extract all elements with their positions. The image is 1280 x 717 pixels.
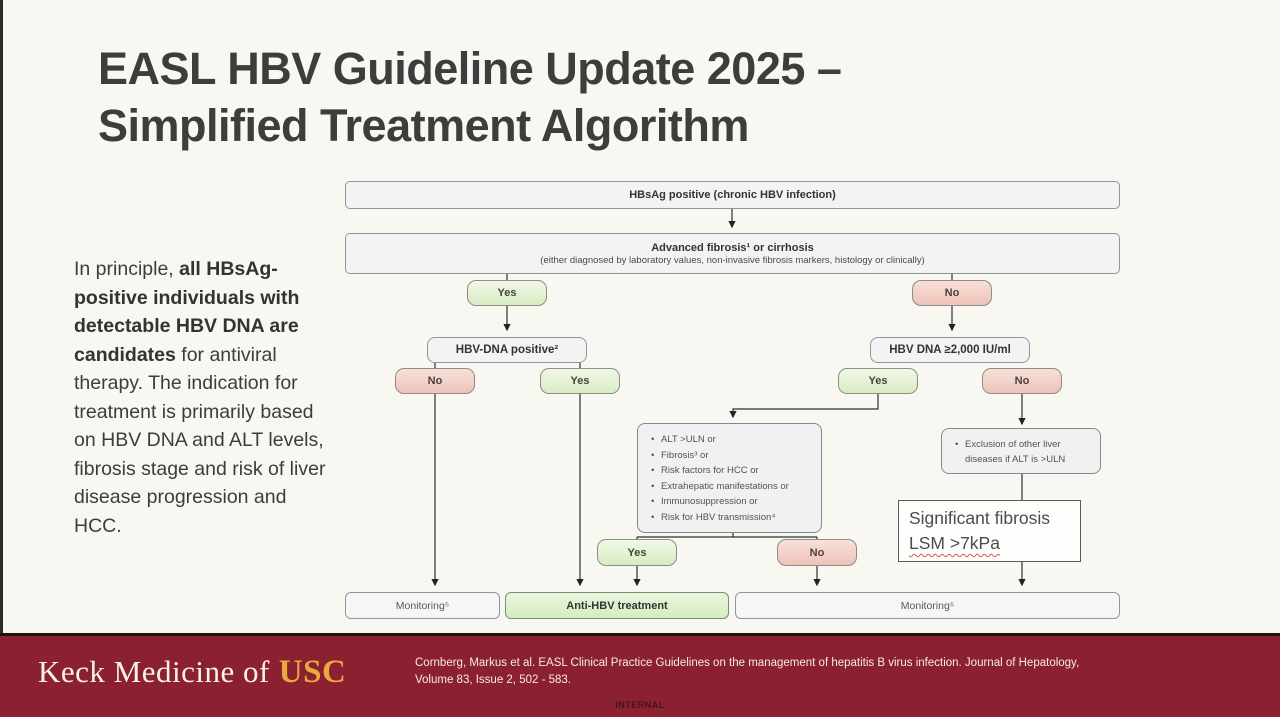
citation-line-1: Cornberg, Markus et al. EASL Clinical Pr… xyxy=(415,657,1080,669)
criteria-item: ALT >ULN or xyxy=(648,432,813,448)
monitoring-right-label: Monitoring⁵ xyxy=(900,599,955,612)
citation-text: Cornberg, Markus et al. EASL Clinical Pr… xyxy=(415,655,1215,689)
page-title: EASL HBV Guideline Update 2025 – Simplif… xyxy=(98,40,842,154)
decision-criteria-yes: Yes xyxy=(597,539,677,566)
criteria-item: Immunosuppression or xyxy=(648,494,813,510)
decision-fibrosis-yes-label: Yes xyxy=(497,287,517,299)
node-hbsag-positive: HBsAg positive (chronic HBV infection) xyxy=(345,181,1120,209)
significant-fibrosis-line-1: Significant fibrosis xyxy=(909,508,1051,528)
criteria-item: Extrahepatic manifestations or xyxy=(648,479,813,495)
internal-classification-label: INTERNAL xyxy=(615,700,665,710)
anti-hbv-treatment-label: Anti-HBV treatment xyxy=(566,599,668,612)
decision-criteria-no: No xyxy=(777,539,857,566)
node-monitoring-right: Monitoring⁵ xyxy=(735,592,1120,619)
decision-dna-positive-yes: Yes xyxy=(540,368,620,394)
intro-prefix: In principle, xyxy=(74,258,180,280)
significant-fibrosis-line-2: LSM >7kPa xyxy=(909,533,1000,553)
node-significant-fibrosis: Significant fibrosis LSM >7kPa xyxy=(898,500,1081,562)
decision-fibrosis-no-label: No xyxy=(944,287,960,299)
node-exclusion-other-liver-diseases: Exclusion of other liver diseases if ALT… xyxy=(941,428,1101,474)
intro-bold: all HBsAg-positive individuals with dete… xyxy=(74,258,300,366)
node-advanced-fibrosis: Advanced fibrosis¹ or cirrhosis (either … xyxy=(345,233,1120,274)
decision-dna-2000-yes: Yes xyxy=(838,368,918,394)
criteria-item: Risk for HBV transmission⁴ xyxy=(648,510,813,526)
brand-usc: USC xyxy=(278,654,347,690)
node-monitoring-left: Monitoring⁵ xyxy=(345,592,500,619)
node-anti-hbv-treatment: Anti-HBV treatment xyxy=(505,592,729,619)
criteria-item: Fibrosis³ or xyxy=(648,448,813,464)
criteria-item: Risk factors for HCC or xyxy=(648,463,813,479)
citation-line-2: Volume 83, Issue 2, 502 - 583. xyxy=(415,674,571,686)
brand-prefix: Keck Medicine of xyxy=(38,654,270,689)
node-advanced-fibrosis-title: Advanced fibrosis¹ or cirrhosis xyxy=(651,241,814,254)
decision-criteria-yes-label: Yes xyxy=(627,546,647,559)
monitoring-left-label: Monitoring⁵ xyxy=(395,599,450,612)
node-advanced-fibrosis-subtitle: (either diagnosed by laboratory values, … xyxy=(540,254,925,266)
decision-dna-positive-no-label: No xyxy=(427,375,443,387)
node-treatment-criteria-list: ALT >ULN or Fibrosis³ or Risk factors fo… xyxy=(637,423,822,533)
decision-dna-2000-no: No xyxy=(982,368,1062,394)
decision-dna-positive-yes-label: Yes xyxy=(570,375,590,387)
intro-paragraph: In principle, all HBsAg-positive individ… xyxy=(74,255,336,540)
node-hbv-dna-positive: HBV-DNA positive² xyxy=(427,337,587,363)
decision-dna-positive-no: No xyxy=(395,368,475,394)
node-hbv-dna-positive-label: HBV-DNA positive² xyxy=(455,344,559,356)
decision-fibrosis-yes: Yes xyxy=(467,280,547,306)
node-hbv-dna-2000: HBV DNA ≥2,000 IU/ml xyxy=(870,337,1030,363)
title-line-1: EASL HBV Guideline Update 2025 – xyxy=(98,43,842,94)
decision-fibrosis-no: No xyxy=(912,280,992,306)
decision-dna-2000-yes-label: Yes xyxy=(868,375,888,387)
decision-criteria-no-label: No xyxy=(809,546,825,559)
exclusion-item: Exclusion of other liver diseases if ALT… xyxy=(952,437,1092,468)
intro-suffix: for antiviral therapy. The indication fo… xyxy=(74,343,326,537)
node-hbv-dna-2000-label: HBV DNA ≥2,000 IU/ml xyxy=(889,344,1011,356)
title-line-2: Simplified Treatment Algorithm xyxy=(98,100,749,151)
left-edge-bar xyxy=(0,0,3,633)
node-hbsag-positive-label: HBsAg positive (chronic HBV infection) xyxy=(629,189,836,201)
decision-dna-2000-no-label: No xyxy=(1014,375,1030,387)
